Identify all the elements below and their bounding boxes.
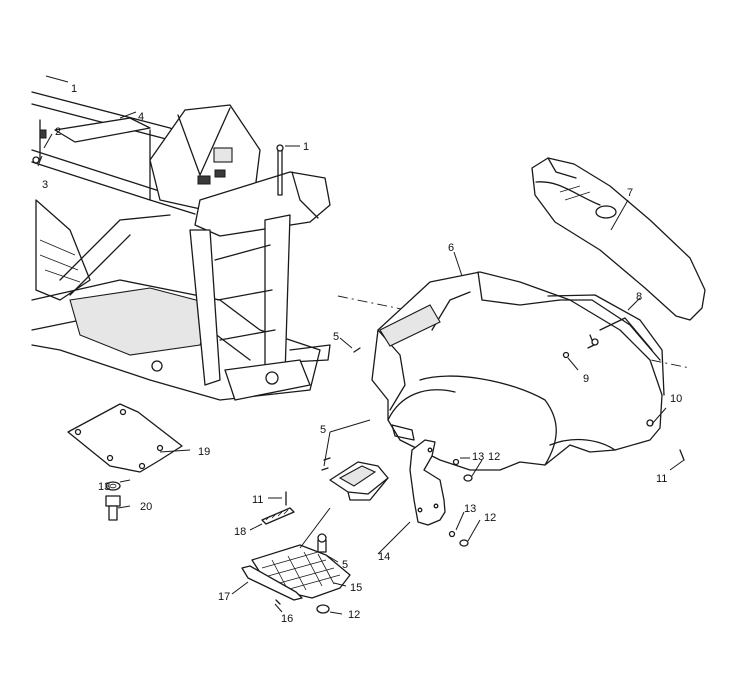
callout-13-upper: 13: [472, 451, 484, 463]
footrest-bracket: [329, 461, 389, 501]
callout-1-frame: 1: [303, 141, 309, 153]
bolt-and-washer: [105, 481, 121, 521]
footrest-assembly: [241, 491, 351, 614]
callout-2: 2: [55, 126, 61, 138]
leader-lines: [37, 75, 685, 615]
callout-17: 17: [218, 591, 230, 603]
callout-12-upper: 12: [488, 451, 500, 463]
callout-labels: 1 2 3 4 1 6 7 8 5 9 10 5 19 13 20 11 18 …: [42, 83, 682, 625]
callout-10: 10: [670, 393, 682, 405]
callout-9: 9: [583, 373, 589, 385]
callout-8: 8: [636, 291, 642, 303]
callout-3: 3: [42, 179, 48, 191]
callout-12-lower: 12: [484, 512, 496, 524]
callout-16: 16: [281, 613, 293, 625]
front-fender: [337, 271, 691, 471]
callout-20: 20: [140, 501, 152, 513]
callout-13-left: 13: [98, 481, 110, 493]
callout-15: 15: [350, 582, 362, 594]
callout-11-footrest: 11: [252, 494, 263, 506]
callout-5-fender: 5: [333, 331, 339, 343]
callout-19: 19: [198, 446, 210, 458]
callout-12-footrest: 12: [348, 609, 360, 621]
mud-flap: [409, 439, 446, 526]
callout-4: 4: [138, 111, 144, 123]
callout-6: 6: [448, 242, 454, 254]
skid-plate: [67, 403, 183, 473]
top-panel: [531, 157, 706, 321]
callout-14: 14: [378, 551, 390, 563]
callout-5-bracket: 5: [320, 424, 326, 436]
callout-5-footrest: 5: [342, 559, 348, 571]
callout-11-fender: 11: [656, 473, 667, 485]
callout-1-top: 1: [71, 83, 77, 95]
callout-18: 18: [234, 526, 246, 538]
frame-assembly: [31, 91, 331, 401]
callout-7: 7: [627, 187, 633, 199]
hardware-fasteners: [321, 347, 685, 547]
callout-13-lower: 13: [464, 503, 476, 515]
